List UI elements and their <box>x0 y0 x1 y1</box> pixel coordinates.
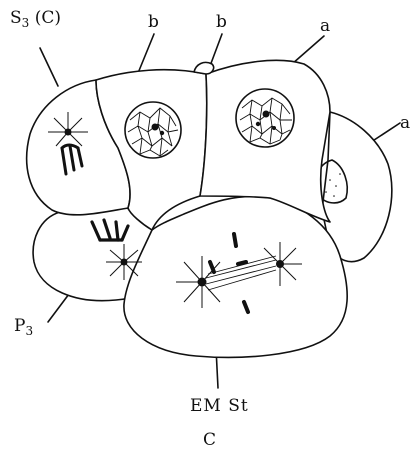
figure-caption: C <box>203 432 216 449</box>
label-s3: S3 (C) <box>10 10 61 29</box>
label-b-left: b <box>148 14 159 31</box>
polar-body <box>194 62 214 74</box>
leader-a-top <box>292 36 324 64</box>
label-ems: EM St <box>190 398 249 415</box>
centrosome-emst-left <box>198 278 207 287</box>
label-a-right: a <box>400 115 410 132</box>
label-p3-letter: P <box>14 316 25 336</box>
leader-b-right <box>210 34 222 66</box>
centrosome-emst-right <box>276 260 284 268</box>
leader-s3 <box>40 48 58 86</box>
label-s3-letter: S <box>10 8 22 28</box>
label-b-right: b <box>216 14 227 31</box>
label-p3-subscript: 3 <box>25 324 33 338</box>
label-p3: P3 <box>14 318 33 337</box>
label-a-top: a <box>320 18 330 35</box>
label-s3-subscript: 3 <box>22 16 30 30</box>
centrosome-s3 <box>65 129 72 136</box>
centrosome-p3 <box>121 259 128 266</box>
label-s3-paren: (C) <box>35 8 61 28</box>
